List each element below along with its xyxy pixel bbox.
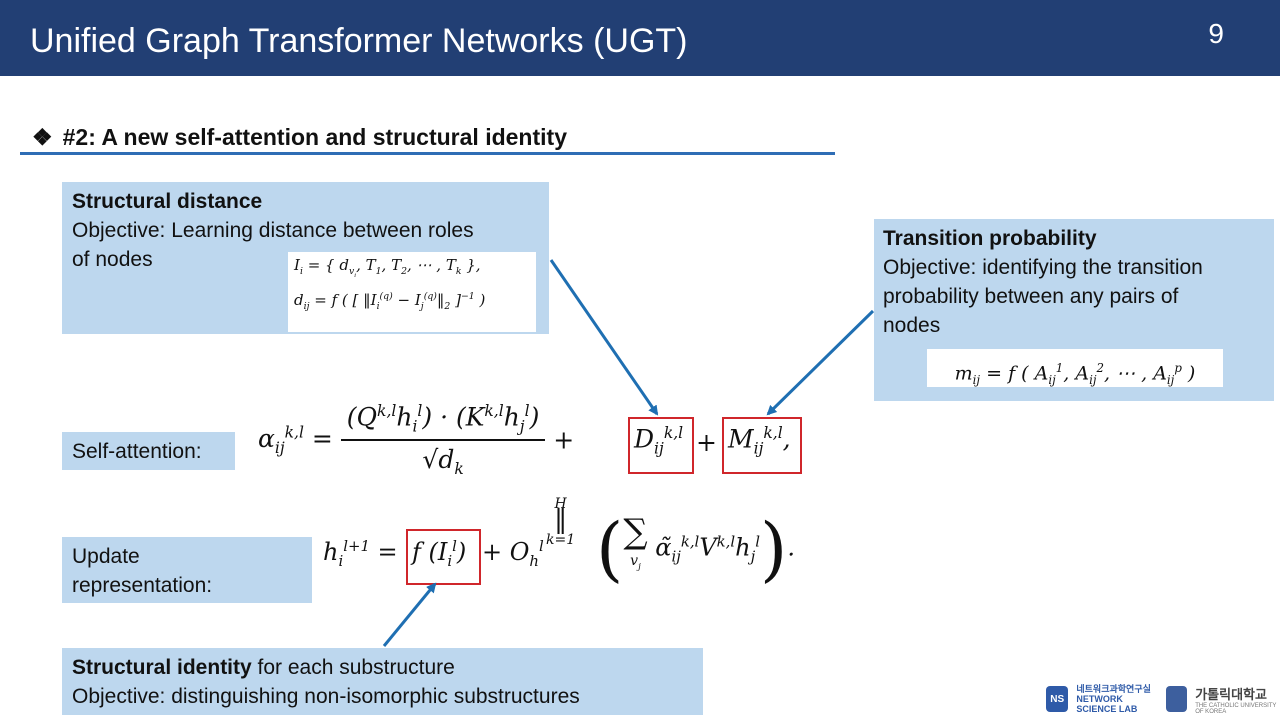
update-representation-label-box: Update representation: bbox=[62, 537, 312, 603]
university-name-korean: 가톨릭대학교 bbox=[1195, 686, 1267, 702]
formula-distance: dij = f ( [ ‖Ii(q) − Ij(q)‖2 ]−1 ) bbox=[294, 290, 486, 312]
section-underline bbox=[20, 152, 835, 155]
lab-name-korean: 네트워크과학연구실 bbox=[1076, 684, 1151, 694]
structural-distance-heading: Structural distance bbox=[72, 190, 263, 213]
transition-term-highlight bbox=[722, 417, 802, 474]
transition-probability-line3: nodes bbox=[883, 314, 941, 337]
structural-identity-term: f (Iil) bbox=[412, 537, 467, 570]
structural-distance-line1: Objective: Learning distance between rol… bbox=[72, 219, 474, 242]
structural-identity-heading-rest: for each substructure bbox=[251, 656, 455, 679]
transition-probability-line1: Objective: identifying the transition bbox=[883, 256, 1203, 279]
update-equation-lhs: hil+1 = bbox=[323, 537, 398, 570]
structural-identity-box: Structural identity for each substructur… bbox=[62, 648, 703, 715]
section-heading: ❖ #2: A new self-attention and structural… bbox=[32, 124, 567, 151]
network-science-lab-logo-icon: NS bbox=[1046, 686, 1069, 712]
plus-sign: + bbox=[696, 428, 717, 457]
network-science-lab-logo-text: 네트워크과학연구실 NETWORK SCIENCE LAB bbox=[1076, 684, 1158, 714]
self-attention-label: Self-attention: bbox=[72, 440, 202, 463]
diamond-bullet-icon: ❖ bbox=[32, 124, 53, 150]
structural-identity-heading: Structural identity bbox=[72, 656, 252, 679]
structural-identity-term-highlight bbox=[406, 529, 481, 585]
transition-term: Mijk,l, bbox=[728, 424, 791, 458]
structural-distance-formula: Ii = { dvi, T1, T2, ⋯ , Tk }, dij = f ( … bbox=[288, 252, 536, 332]
structural-identity-line2: Objective: distinguishing non-isomorphic… bbox=[72, 685, 580, 708]
title-bar: Unified Graph Transformer Networks (UGT)… bbox=[0, 0, 1280, 76]
update-representation-label-line1: Update bbox=[72, 545, 140, 568]
arrow-to-structural-identity-term bbox=[382, 582, 437, 647]
update-equation-rhs: + Ohl bbox=[482, 537, 544, 570]
update-equation-sum: (∑vj α̃ijk,lVk,lhjl). bbox=[596, 508, 795, 590]
slide-title: Unified Graph Transformer Networks (UGT) bbox=[30, 22, 688, 60]
footer-logos: NS 네트워크과학연구실 NETWORK SCIENCE LAB 가톨릭대학교 … bbox=[1046, 684, 1280, 715]
page-number: 9 bbox=[1208, 18, 1224, 49]
transition-probability-heading: Transition probability bbox=[883, 227, 1097, 250]
distance-term-highlight bbox=[628, 417, 694, 474]
transition-probability-line2: probability between any pairs of bbox=[883, 285, 1179, 308]
arrow-to-distance-term bbox=[549, 259, 659, 416]
structural-distance-line2: of nodes bbox=[72, 248, 153, 271]
university-logo-text: 가톨릭대학교 THE CATHOLIC UNIVERSITY OF KOREA bbox=[1195, 684, 1280, 715]
distance-term: Dijk,l bbox=[634, 424, 684, 458]
update-representation-label-line2: representation: bbox=[72, 574, 213, 597]
concat-operator: H‖k=1 bbox=[546, 496, 576, 548]
lab-name-english: NETWORK SCIENCE LAB bbox=[1076, 694, 1138, 714]
formula-identity-set: Ii = { dvi, T1, T2, ⋯ , Tk }, bbox=[294, 256, 481, 279]
arrow-to-transition-term bbox=[766, 309, 875, 416]
self-attention-label-box: Self-attention: bbox=[62, 432, 235, 470]
self-attention-equation: αijk,l = (Qk,lhil) · (Kk,lhjl) √dk + bbox=[258, 402, 575, 479]
section-title: #2: A new self-attention and structural … bbox=[62, 124, 567, 150]
university-name-english: THE CATHOLIC UNIVERSITY OF KOREA bbox=[1195, 702, 1277, 715]
transition-probability-formula: mij = f ( Aij1, Aij2, ⋯ , Aijp ) bbox=[927, 349, 1223, 387]
university-emblem-icon bbox=[1166, 686, 1188, 712]
structural-identity-line1: Structural identity for each substructur… bbox=[72, 653, 693, 682]
